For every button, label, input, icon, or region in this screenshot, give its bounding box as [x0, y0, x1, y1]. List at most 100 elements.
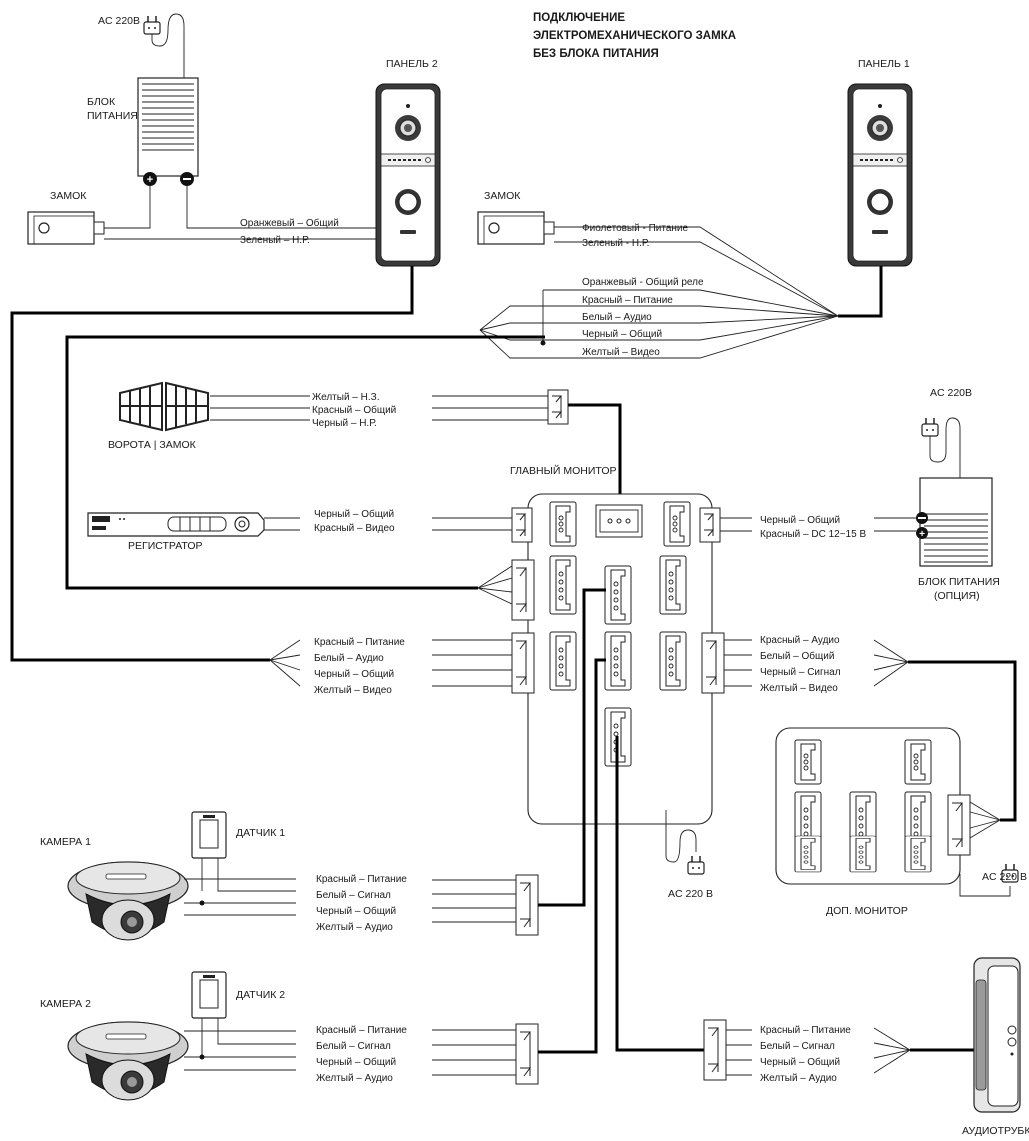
connector-icon — [659, 555, 687, 615]
title-line-2: ЭЛЕКТРОМЕХАНИЧЕСКОГО ЗАМКА — [533, 30, 736, 42]
wire-label: Черный – Общий — [314, 508, 394, 520]
ac-right-psu-label: AC 220В — [930, 387, 972, 399]
camera-2: КАМЕРА 2 ДАТЧИК 2 Красный – Питание Белы… — [40, 658, 606, 1101]
wire-label: Желтый – Аудио — [316, 922, 393, 933]
wire-label: Зеленый – Н.Р. — [240, 235, 310, 246]
gate: ВОРОТА | ЗАМОК Желтый – Н.З. Красный – О… — [108, 381, 622, 505]
panel1-label: ПАНЕЛЬ 1 — [858, 58, 910, 70]
wire-label: Черный – Общий — [316, 1056, 396, 1068]
wire-label: Красный – DC 12~15 В — [760, 529, 866, 540]
connector-icon — [663, 501, 691, 547]
lock-icon — [27, 211, 105, 245]
svg-text:+: + — [147, 174, 153, 186]
wire-label: Белый – Общий — [760, 650, 834, 662]
gate-icon — [119, 381, 209, 432]
wire-label: Желтый – Аудио — [760, 1073, 837, 1084]
wire-label: Черный – Общий — [760, 514, 840, 526]
lock-left-label: ЗАМОК — [50, 190, 87, 202]
connector-icon — [515, 1023, 539, 1085]
camera-1: КАМЕРА 1 ДАТЧИК 1 Красный – Питание Белы… — [40, 588, 606, 941]
lock-right-label: ЗАМОК — [484, 190, 521, 202]
connector-icon — [904, 835, 932, 873]
panel2-wiring: Красный – Питание Белый – Аудио Черный –… — [269, 637, 512, 696]
diagram-title: ПОДКЛЮЧЕНИЕ ЭЛЕКТРОМЕХАНИЧЕСКОГО ЗАМКА Б… — [533, 12, 736, 60]
wire-label: Красный – Питание — [314, 637, 405, 648]
main-monitor-label: ГЛАВНЫЙ МОНИТОР — [510, 464, 617, 477]
wire-label: Красный – Питание — [582, 295, 673, 306]
title-line-3: БЕЗ БЛОКА ПИТАНИЯ — [533, 48, 659, 60]
lock-right: ЗАМОК Фиолетовый - Питание Зеленый - Н.Р… — [477, 190, 839, 317]
sensor-icon — [191, 811, 227, 859]
power-supply-icon — [137, 77, 199, 177]
sensor-icon — [191, 971, 227, 1019]
wire-label: Желтый – Видео — [760, 683, 838, 694]
connector-icon — [701, 632, 725, 694]
power-supply-optional: AC 220В + БЛОК ПИТАНИЯ (ОПЦИЯ) Черный – … — [720, 387, 1000, 602]
psu-label-line-2: ПИТАНИЯ — [87, 110, 138, 122]
power-plug-icon — [921, 417, 939, 437]
wire-label: Оранжевый – Общий — [240, 217, 339, 229]
connector-icon — [794, 739, 822, 785]
wire-label: Белый – Аудио — [314, 653, 384, 664]
connector-icon — [511, 559, 535, 621]
wire-label: Желтый – Аудио — [316, 1073, 393, 1084]
connector-icon — [604, 631, 632, 691]
dvr-recorder-icon — [87, 512, 265, 537]
connector-icon — [794, 835, 822, 873]
door-panel-2: ПАНЕЛЬ 2 — [375, 58, 441, 267]
panel1-wiring: Оранжевый - Общий реле Красный – Питание… — [65, 276, 839, 590]
connector-icon — [511, 507, 533, 543]
connector-icon — [659, 631, 687, 691]
ac-extra-label: AC 220 В — [982, 871, 1027, 883]
connector-icon — [547, 389, 569, 425]
recorder: РЕГИСТРАТОР Черный – Общий Красный – Вид… — [87, 508, 512, 552]
wire-label: Зеленый - Н.Р. — [582, 238, 649, 249]
connector-icon — [849, 835, 877, 873]
extra-monitor-wiring: Красный – Аудио Белый – Общий Черный – С… — [724, 635, 1017, 822]
title-line-1: ПОДКЛЮЧЕНИЕ — [533, 12, 625, 24]
power-plug-icon — [687, 855, 705, 875]
extra-monitor-lower-connectors — [794, 835, 932, 873]
wire-label: Черный – Общий — [760, 1056, 840, 1068]
panel1-fan — [90, 565, 513, 605]
wire-label: Белый – Сигнал — [316, 890, 391, 901]
wire-label: Желтый – Видео — [314, 685, 392, 696]
handset: Красный – Питание Белый – Сигнал Черный … — [615, 736, 1029, 1137]
power-supply-top-left: AC 220В + БЛОК ПИТАНИЯ — [87, 13, 199, 186]
door-panel-1: ПАНЕЛЬ 1 — [838, 58, 913, 318]
wire-label: Красный – Питание — [316, 874, 407, 885]
power-supply-icon — [919, 477, 993, 567]
panel2-cable — [10, 266, 414, 662]
wire-label: Красный – Общий — [312, 404, 396, 416]
psu-label-line-1: БЛОК — [87, 96, 116, 108]
ac-main-label: AC 220 В — [668, 888, 713, 900]
wire-label: Белый – Аудио — [582, 312, 652, 323]
svg-text:+: + — [919, 529, 925, 540]
connector-icon — [549, 501, 577, 547]
wire-label: Оранжевый - Общий реле — [582, 276, 704, 288]
wire-label: Красный – Аудио — [760, 635, 840, 646]
wire-label: Красный – Питание — [760, 1025, 851, 1036]
gate-label: ВОРОТА | ЗАМОК — [108, 439, 197, 451]
wire-label: Красный – Видео — [314, 523, 395, 534]
camera2-label: КАМЕРА 2 — [40, 998, 91, 1010]
connector-icon — [515, 874, 539, 936]
dome-camera-icon — [67, 861, 189, 941]
handset-icon — [973, 957, 1021, 1113]
door-panel-icon — [847, 83, 913, 267]
wire-label: Белый – Сигнал — [760, 1041, 835, 1052]
connector-icon — [904, 739, 932, 785]
connector-icon — [511, 632, 535, 694]
psu-opt-label-2: (ОПЦИЯ) — [934, 590, 980, 602]
psu-opt-label-1: БЛОК ПИТАНИЯ — [918, 576, 1000, 588]
ac-label-top-left: AC 220В — [98, 15, 140, 27]
wire-label: Красный – Питание — [316, 1025, 407, 1036]
dome-camera-icon — [67, 1021, 189, 1101]
power-plug-icon — [143, 15, 161, 35]
handset-label: АУДИОТРУБКА — [962, 1125, 1029, 1137]
lock-icon — [477, 211, 555, 245]
wire-label: Черный – Общий — [316, 905, 396, 917]
connector-icon — [703, 1019, 727, 1081]
recorder-label: РЕГИСТРАТОР — [128, 540, 202, 552]
